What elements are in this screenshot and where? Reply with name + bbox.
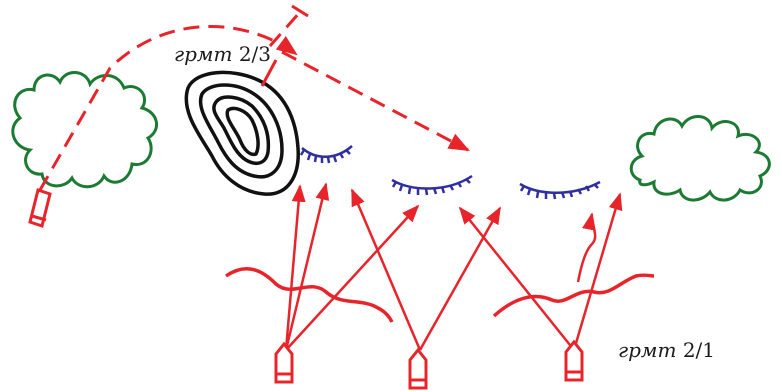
hill-post <box>260 59 278 87</box>
trench-icon <box>299 145 601 200</box>
unit-label-top: грмт 2/3 <box>174 42 271 66</box>
attack-arrows <box>284 182 623 351</box>
tank-icon <box>274 341 294 384</box>
unit-label-bottom-number: 2/1 <box>682 338 716 362</box>
unit-label-top-prefix: грмт <box>174 42 233 66</box>
bush-icon <box>11 71 158 189</box>
tank-icon <box>564 339 584 382</box>
observation-marker <box>291 4 309 18</box>
unit-label-bottom-prefix: грмт <box>618 338 677 362</box>
unit-label-top-number: 2/3 <box>238 42 272 66</box>
unit-label-bottom: грмт 2/1 <box>618 338 715 362</box>
tank-icon <box>408 347 428 390</box>
tank-icon <box>28 188 52 228</box>
hill-icon <box>184 70 300 196</box>
dashed-route <box>38 11 470 191</box>
bush-icon <box>629 115 771 202</box>
